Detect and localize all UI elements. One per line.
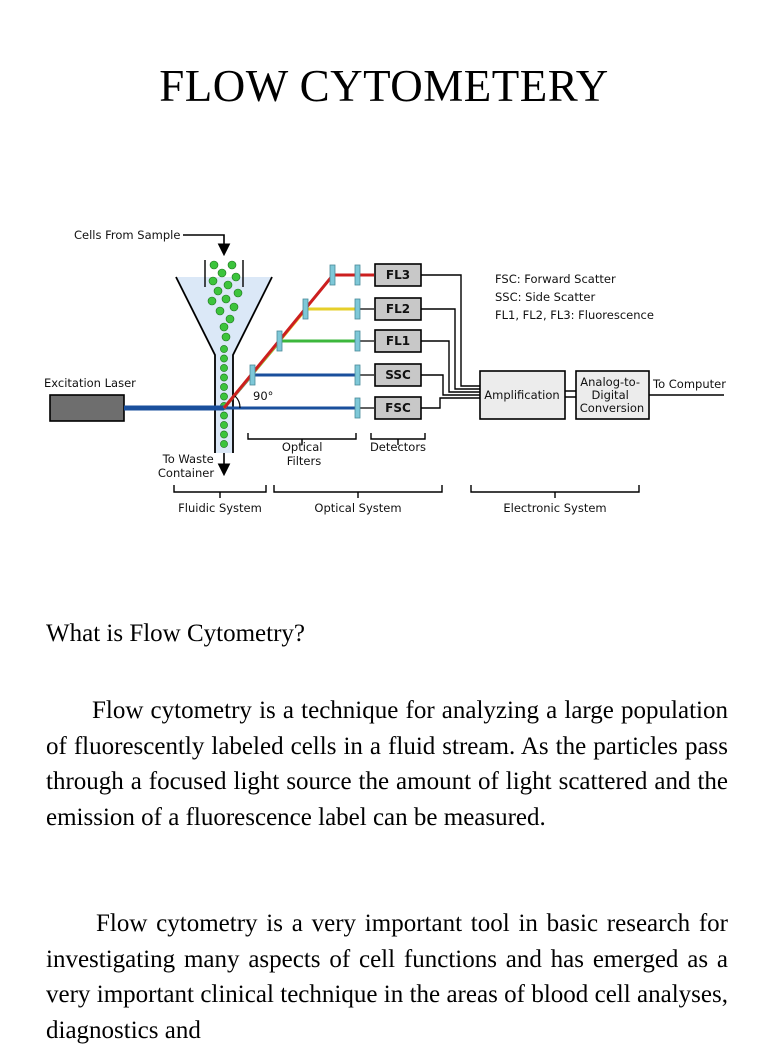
- svg-text:SSC: Side Scatter: SSC: Side Scatter: [495, 290, 595, 304]
- optical-system-label: Optical System: [314, 501, 401, 515]
- cell: [225, 314, 235, 324]
- cell: [220, 383, 228, 391]
- optical-filters-bracket: [247, 433, 357, 445]
- abbreviation-legend: FSC: Forward Scatter SSC: Side Scatter F…: [495, 272, 654, 322]
- page-title: FLOW CYTOMETERY: [159, 61, 609, 111]
- adc-box: [575, 370, 650, 420]
- cell: [220, 440, 228, 448]
- detector-boxes: FL3 FL2 FL1 SSC FSC: [374, 263, 422, 420]
- cell: [220, 430, 228, 439]
- detector-fl2: FL2: [374, 297, 422, 321]
- detector-ssc: SSC: [374, 363, 422, 387]
- to-computer-label: To Computer: [652, 377, 726, 391]
- system-brackets: [173, 485, 640, 498]
- cell: [227, 260, 237, 270]
- amplification-box: [479, 370, 566, 420]
- svg-text:FL1: FL1: [386, 334, 410, 348]
- cell: [220, 373, 228, 382]
- adc-label: Analog-to- Digital Conversion: [580, 375, 644, 415]
- sample-arrow: [183, 234, 231, 257]
- cells-from-sample-label: Cells From Sample: [74, 228, 180, 242]
- svg-text:FL1, FL2, FL3: Fluorescence: FL1, FL2, FL3: Fluorescence: [495, 308, 654, 322]
- detector-fl3: FL3: [374, 263, 422, 287]
- section-question: What is Flow Cytometry?: [46, 620, 305, 647]
- svg-text:FSC: FSC: [385, 401, 411, 415]
- cell: [217, 268, 227, 278]
- optical-filters: [249, 264, 361, 419]
- excitation-laser-label: Excitation Laser: [44, 376, 136, 390]
- ssc-beam: [222, 373, 360, 409]
- svg-text:SSC: SSC: [385, 368, 411, 382]
- svg-text:FL2: FL2: [386, 302, 410, 316]
- cells-group: [207, 260, 243, 448]
- cell: [209, 260, 219, 270]
- cell: [207, 296, 217, 306]
- cell: [220, 411, 228, 420]
- cell: [213, 286, 223, 296]
- cell: [229, 302, 239, 312]
- cell: [220, 354, 228, 363]
- angle-label: 90°: [253, 389, 273, 403]
- cell: [233, 288, 243, 298]
- cell: [219, 322, 229, 332]
- cell: [231, 272, 241, 282]
- detector-fsc: FSC: [374, 396, 422, 420]
- electronic-system-label: Electronic System: [503, 501, 606, 515]
- to-waste-label: To Waste Container: [158, 452, 217, 480]
- cell: [221, 294, 231, 304]
- paragraph-2: Flow cytometry is a very important tool …: [46, 910, 728, 1044]
- optical-filters-label: Optical Filters: [282, 440, 326, 468]
- cell: [220, 364, 228, 372]
- fluidic-system-label: Fluidic System: [178, 501, 262, 515]
- cell: [221, 332, 231, 342]
- signal-wires: [421, 274, 724, 409]
- cell: [208, 276, 218, 286]
- detectors-bracket: [370, 433, 426, 445]
- detectors-label: Detectors: [370, 440, 426, 454]
- cell: [220, 392, 228, 401]
- amplification-label: Amplification: [484, 388, 559, 402]
- flow-cytometry-diagram: Cells From Sample To Waste Container Exc…: [44, 228, 726, 515]
- paragraph-1: Flow cytometry is a technique for analyz…: [46, 697, 728, 831]
- cell: [220, 345, 228, 353]
- svg-text:FL3: FL3: [386, 268, 410, 282]
- cell: [220, 421, 228, 429]
- svg-text:FSC: Forward Scatter: FSC: Forward Scatter: [495, 272, 616, 286]
- cell: [223, 280, 233, 290]
- laser-box: [49, 394, 125, 422]
- cell: [215, 306, 225, 316]
- detector-fl1: FL1: [374, 329, 422, 353]
